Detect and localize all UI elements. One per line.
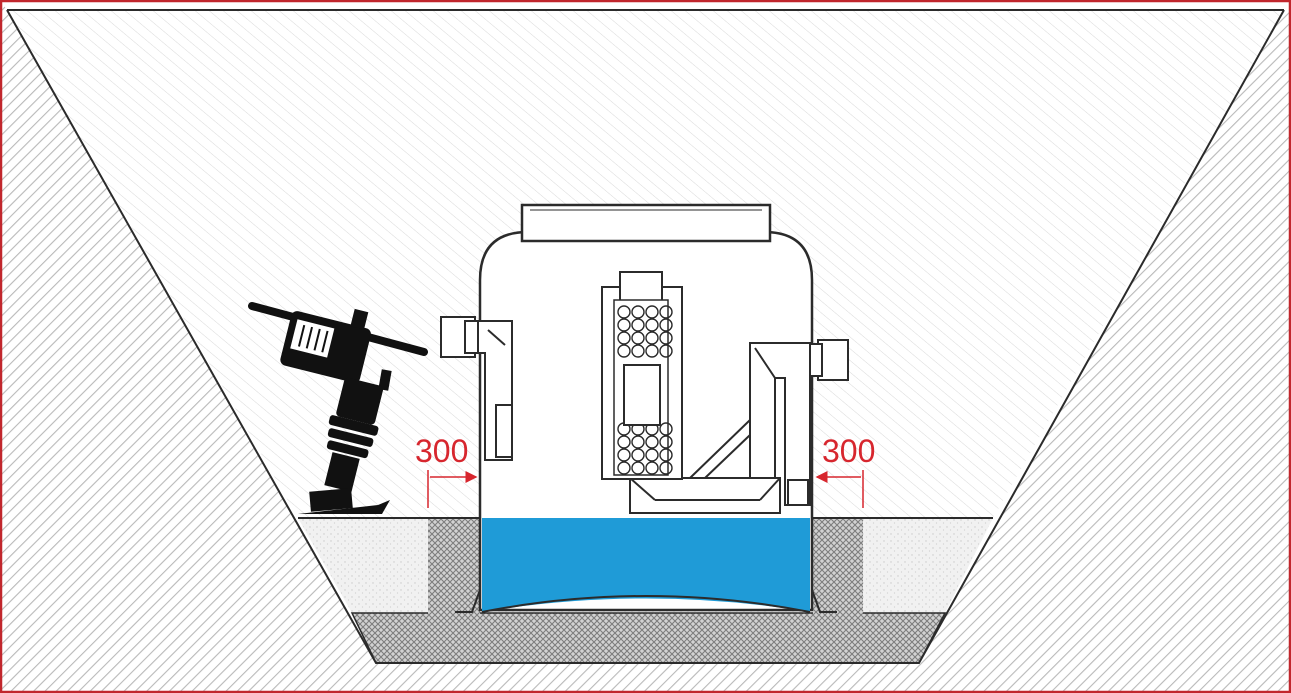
dimension-left: 300 (415, 433, 478, 508)
filter-ring (659, 344, 673, 358)
filter-ring (617, 435, 631, 449)
filter-ring (631, 344, 645, 358)
filter-ring (659, 422, 673, 436)
filter-ring (645, 305, 659, 319)
inlet-pipe (440, 316, 513, 461)
filter-ring (617, 305, 631, 319)
filter-ring (659, 435, 673, 449)
gravel-side-left (428, 518, 480, 614)
filter-ring (631, 448, 645, 462)
dimension-label-left: 300 (415, 433, 468, 469)
excavation-outline (6, 9, 1285, 664)
filter-ring (617, 331, 631, 345)
dimension-right: 300 (815, 433, 875, 508)
filter-ring (617, 461, 631, 475)
filter-ring (645, 344, 659, 358)
filter-ring (659, 331, 673, 345)
filter-ring (617, 448, 631, 462)
filter-ring (659, 318, 673, 332)
filter-ring (645, 331, 659, 345)
filter-ring (645, 461, 659, 475)
manhole-cover (520, 203, 772, 243)
gravel-side-right (813, 518, 863, 614)
filter-ring (617, 318, 631, 332)
filter-ring (659, 305, 673, 319)
filter-ring (631, 435, 645, 449)
filter-ring (617, 344, 631, 358)
filter-ring (645, 318, 659, 332)
collector-channel (629, 477, 781, 514)
filter-ring (631, 331, 645, 345)
filter-ring (659, 461, 673, 475)
gravel-base (350, 612, 947, 664)
filter-ring (631, 318, 645, 332)
filter-ring (659, 448, 673, 462)
filter-ring (631, 305, 645, 319)
coalescing-filter (601, 271, 683, 480)
filter-ring (645, 435, 659, 449)
plate-compactor-icon (248, 302, 428, 514)
dimension-label-right: 300 (822, 433, 875, 469)
filter-ring (645, 448, 659, 462)
outlet-pipe (749, 339, 849, 506)
water-level (482, 518, 810, 612)
filter-ring (631, 461, 645, 475)
